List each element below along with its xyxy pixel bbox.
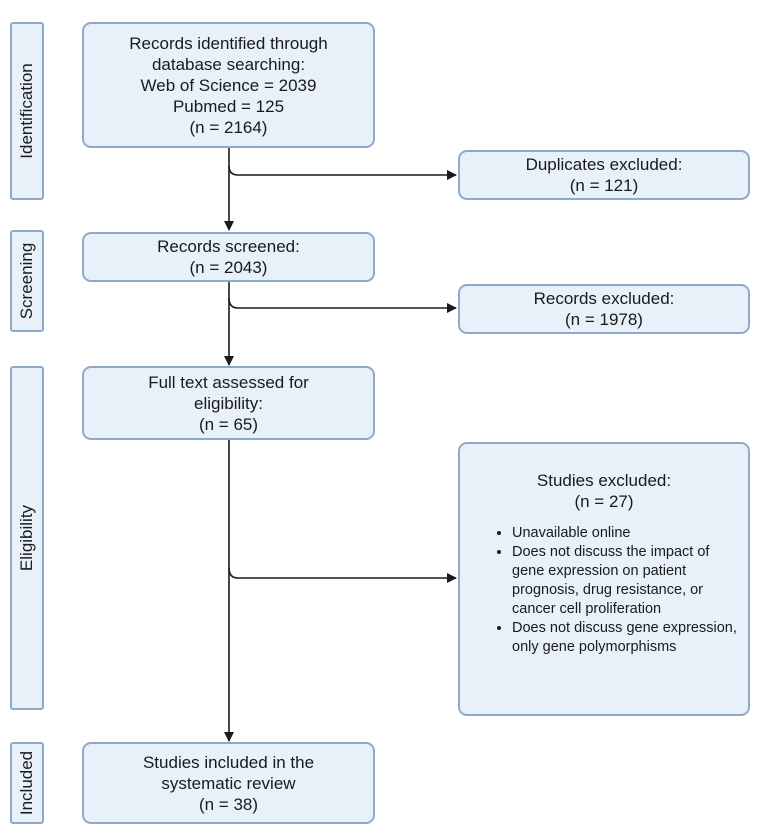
identified-line: Pubmed = 125 — [172, 96, 285, 116]
identified-line: (n = 2164) — [189, 117, 268, 137]
full-text-line: eligibility: — [194, 393, 263, 413]
records-excluded-box: Records excluded: (n = 1978) — [458, 284, 750, 334]
identified-records-box: Records identified through database sear… — [82, 22, 375, 148]
screened-line: (n = 2043) — [189, 258, 268, 277]
included-line: Studies included in the — [142, 752, 315, 772]
full-text-line: (n = 65) — [198, 414, 259, 434]
full-text-assessed-box: Full text assessed for eligibility: (n =… — [82, 366, 375, 440]
studies-included-box: Studies included in the systematic revie… — [82, 742, 375, 824]
studies-excluded-count: (n = 27) — [574, 492, 634, 511]
records-screened-box: Records screened: (n = 2043) — [82, 232, 375, 282]
identified-line: Records identified through — [129, 33, 328, 53]
arrow-to-records-excluded — [228, 297, 457, 313]
exclusion-reasons-list: Unavailable online Does not discuss the … — [460, 524, 748, 657]
exclusion-reason: Does not discuss gene expression, only g… — [512, 619, 738, 657]
identified-line: database searching: — [151, 54, 306, 74]
records-excluded-line: Records excluded: — [533, 289, 675, 308]
arrow-to-studies-excluded — [228, 567, 457, 583]
studies-excluded-box: Studies excluded: (n = 27) Unavailable o… — [458, 442, 750, 716]
stage-screening: Screening — [10, 230, 44, 332]
stage-identification: Identification — [10, 22, 44, 200]
studies-excluded-title: Studies excluded: — [536, 471, 672, 490]
stage-eligibility: Eligibility — [10, 366, 44, 710]
duplicates-line: (n = 121) — [569, 176, 639, 195]
records-excluded-line: (n = 1978) — [565, 310, 643, 329]
included-line: systematic review — [161, 773, 296, 793]
duplicates-line: Duplicates excluded: — [525, 155, 683, 174]
arrow-to-duplicates — [228, 165, 457, 180]
full-text-line: Full text assessed for — [148, 372, 309, 392]
exclusion-reason: Unavailable online — [512, 524, 738, 543]
identified-line: Web of Science = 2039 — [140, 75, 317, 95]
screened-line: Records screened: — [157, 237, 300, 256]
included-line: (n = 38) — [198, 794, 259, 814]
stage-included: Included — [10, 742, 44, 824]
duplicates-excluded-box: Duplicates excluded: (n = 121) — [458, 150, 750, 200]
exclusion-reason: Does not discuss the impact of gene expr… — [512, 543, 738, 619]
